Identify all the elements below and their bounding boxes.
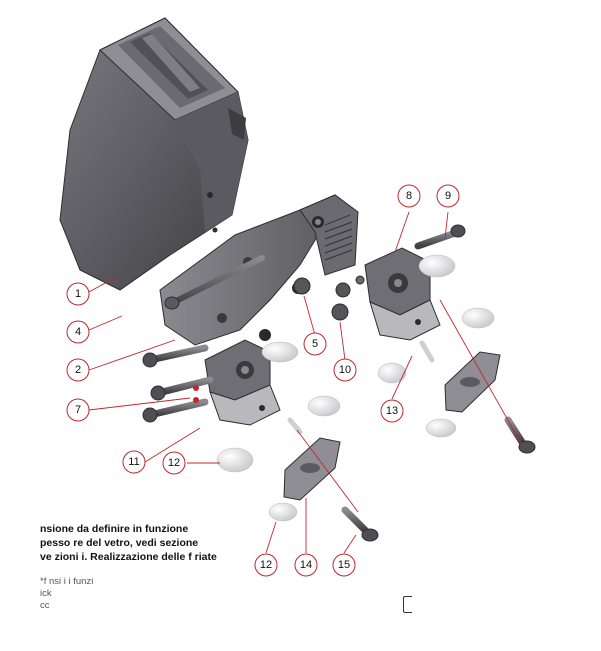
- callout-circle: [436, 184, 460, 208]
- leader-lines: [88, 211, 523, 554]
- callout-number: 9: [445, 190, 451, 202]
- white-caps: [216, 254, 495, 522]
- callout-9: 9: [436, 184, 460, 208]
- note-line-3: ve zioni i. Realizzazione delle f riate: [40, 551, 217, 563]
- callout-number: 13: [386, 405, 398, 417]
- callout-circle: [254, 553, 278, 577]
- callout-circle: [122, 450, 146, 474]
- callout-circle: [66, 282, 90, 306]
- callout-circle: [332, 553, 356, 577]
- callout-1: 1: [66, 282, 90, 306]
- callout-circle: [303, 332, 327, 356]
- callout-number: 12: [168, 457, 180, 469]
- callout-circle: [66, 320, 90, 344]
- callout-7: 7: [66, 398, 90, 422]
- pins: [287, 340, 435, 435]
- callout-number: 15: [338, 559, 350, 571]
- countersunk-screws: [341, 416, 536, 542]
- note-line-2: pesso re del vetro, vedi sezione: [40, 537, 199, 549]
- glass-pads: [283, 351, 501, 501]
- corner-bracket-mark: [403, 596, 412, 613]
- right-screw: [414, 224, 466, 250]
- callout-number: 11: [128, 456, 139, 468]
- callout-8: 8: [397, 184, 421, 208]
- callout-number: 2: [75, 364, 81, 376]
- callout-circle: [380, 399, 404, 423]
- callout-5: 5: [303, 332, 327, 356]
- callout-number: 1: [75, 288, 81, 300]
- callout-2: 2: [66, 358, 90, 382]
- callout-10: 10: [333, 358, 357, 382]
- callout-circle: [333, 358, 357, 382]
- callout-number: 8: [406, 190, 412, 202]
- nuts: [293, 275, 365, 321]
- callout-circle: [294, 553, 318, 577]
- callout-15: 15: [332, 553, 356, 577]
- note-line-4: *f nsi i i funzi: [40, 576, 94, 587]
- note-line-1: nsione da definire in funzione: [40, 523, 189, 535]
- callout-number: 10: [339, 364, 351, 376]
- long-screw: [164, 255, 265, 310]
- callout-4: 4: [66, 320, 90, 344]
- callout-number: 14: [300, 559, 312, 571]
- callout-circle: [66, 358, 90, 382]
- callout-14: 14: [294, 553, 318, 577]
- callout-circle: [66, 398, 90, 422]
- note-line-5: ick: [40, 588, 52, 599]
- callout-number: 12: [260, 559, 272, 571]
- left-clamp-block: [204, 339, 281, 426]
- callout-11: 11: [122, 450, 146, 474]
- callout-number: 7: [75, 404, 81, 416]
- hex-screws: [142, 344, 214, 423]
- callout-number: 5: [312, 338, 318, 350]
- callout-12: 12: [254, 553, 278, 577]
- housing-part-1: [59, 17, 249, 291]
- callout-13: 13: [380, 399, 404, 423]
- callout-circle: [397, 184, 421, 208]
- bracket-plate: [159, 194, 359, 346]
- right-clamp-block: [364, 247, 441, 341]
- callout-12: 12: [162, 451, 186, 475]
- callout-circle: [162, 451, 186, 475]
- callout-number: 4: [75, 326, 81, 338]
- note-line-6: cc: [40, 600, 50, 611]
